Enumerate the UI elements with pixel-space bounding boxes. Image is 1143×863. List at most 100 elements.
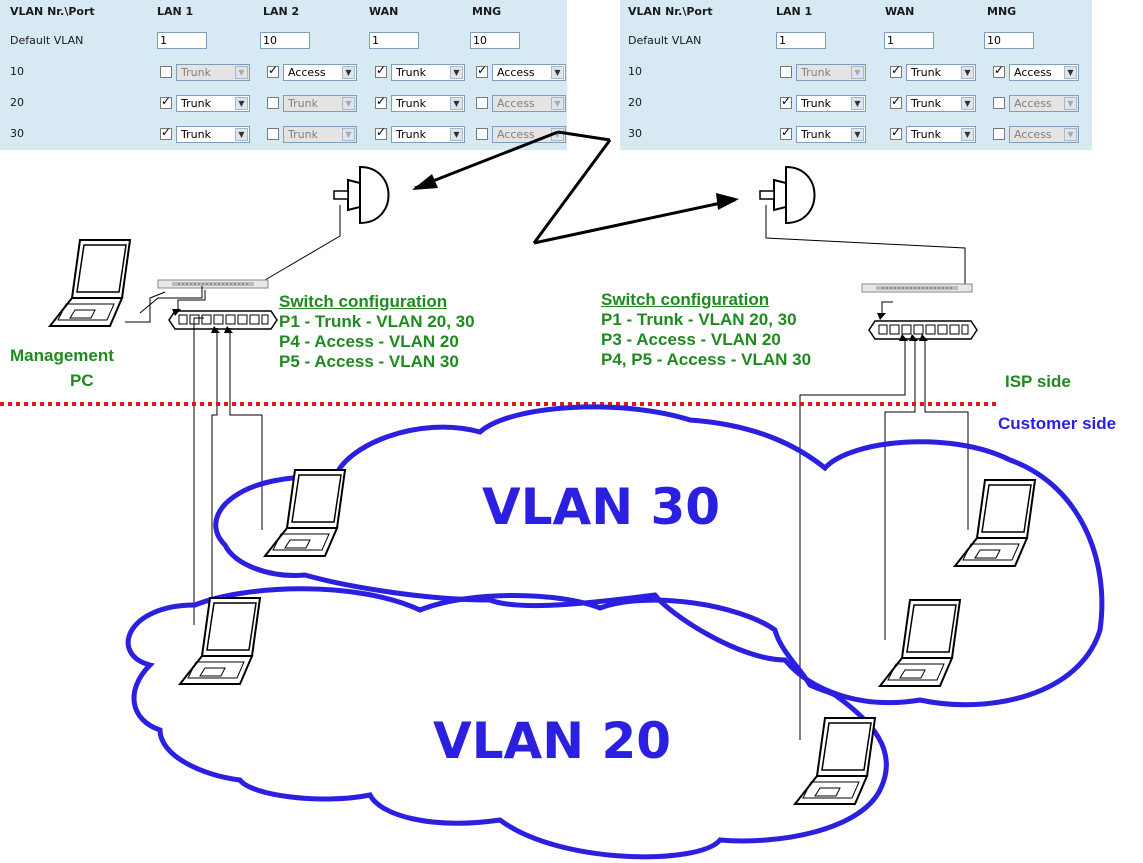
port-mode-value: Trunk — [396, 66, 426, 79]
vlan-member-checkbox[interactable] — [993, 63, 1005, 78]
port-mode-select[interactable]: Trunk▼ — [176, 95, 250, 112]
port-mode-value: Access — [1014, 97, 1052, 110]
port-mode-value: Trunk — [801, 66, 831, 79]
port-mode-select[interactable]: Trunk▼ — [176, 64, 250, 81]
switch-config-line: P1 - Trunk - VLAN 20, 30 — [601, 310, 797, 329]
vlan30-cloud — [213, 404, 1105, 708]
port-mode-select[interactable]: Trunk▼ — [906, 64, 976, 81]
vlan-row-label: 10 — [10, 65, 24, 78]
switch-config-line: P5 - Access - VLAN 30 — [279, 352, 459, 371]
port-mode-select[interactable]: Trunk▼ — [283, 126, 357, 143]
header-wan: WAN — [885, 5, 915, 18]
switch-config-title: Switch configuration — [279, 292, 448, 311]
default-vlan-mng-input[interactable] — [470, 32, 520, 49]
right-radio-unit-icon — [861, 283, 973, 293]
vlan30-right-laptop-icon — [954, 479, 1036, 567]
chevron-down-icon: ▼ — [1064, 97, 1077, 110]
vlan-member-checkbox[interactable] — [476, 97, 488, 109]
chevron-down-icon: ▼ — [235, 128, 248, 141]
port-mode-value: Access — [288, 66, 326, 79]
vlan-member-checkbox[interactable] — [993, 128, 1005, 140]
vlan-member-checkbox[interactable] — [780, 94, 792, 109]
vlan-member-checkbox[interactable] — [993, 97, 1005, 109]
left-vlan-config-panel: VLAN Nr.\Port LAN 1 LAN 2 WAN MNG Defaul… — [0, 0, 567, 150]
left-switch-config: Switch configuration P1 - Trunk - VLAN 2… — [279, 292, 475, 372]
vlan-member-checkbox[interactable] — [267, 128, 279, 140]
vlan-member-checkbox[interactable] — [780, 66, 792, 78]
port-mode-select[interactable]: Trunk ▼ — [796, 64, 866, 81]
switch-config-line: P1 - Trunk - VLAN 20, 30 — [279, 312, 475, 331]
customer-side-label: Customer side — [998, 414, 1117, 433]
port-mode-select[interactable]: Access ▼ — [1009, 95, 1079, 112]
port-mode-select[interactable]: Trunk▼ — [391, 126, 465, 143]
header-vlan-port: VLAN Nr.\Port — [10, 5, 95, 18]
vlan-member-checkbox[interactable] — [267, 97, 279, 109]
left-radio-unit-icon — [157, 279, 269, 289]
port-mode-value: Access — [497, 66, 535, 79]
vlan-member-checkbox[interactable] — [476, 63, 488, 78]
default-vlan-mng-input[interactable] — [984, 32, 1034, 49]
vlan-member-checkbox[interactable] — [890, 125, 902, 140]
vlan-member-checkbox[interactable] — [890, 94, 902, 109]
port-mode-select[interactable]: Access▼ — [283, 64, 357, 81]
vlan-member-checkbox[interactable] — [267, 63, 279, 78]
port-mode-select[interactable]: Trunk ▼ — [283, 95, 357, 112]
left-switch-icon — [168, 310, 278, 330]
vlan30-label: VLAN 30 — [482, 478, 721, 536]
port-mode-select[interactable]: Trunk ▼ — [796, 126, 866, 143]
port-mode-select[interactable]: Trunk▼ — [796, 95, 866, 112]
chevron-down-icon: ▼ — [235, 97, 248, 110]
port-mode-select[interactable]: Trunk ▼ — [906, 95, 976, 112]
vlan20-label: VLAN 20 — [433, 712, 672, 770]
header-lan1: LAN 1 — [157, 5, 194, 18]
chevron-down-icon: ▼ — [1064, 66, 1077, 79]
vlan20-cloud — [125, 586, 889, 860]
port-mode-select[interactable]: Trunk▼ — [906, 126, 976, 143]
default-vlan-lan2-input[interactable] — [260, 32, 310, 49]
default-vlan-lan1-input[interactable] — [776, 32, 826, 49]
vlan-member-checkbox[interactable] — [375, 63, 387, 78]
vlan-member-checkbox[interactable] — [375, 125, 387, 140]
chevron-down-icon: ▼ — [851, 66, 864, 79]
vlan-member-checkbox[interactable] — [160, 66, 172, 78]
chevron-down-icon: ▼ — [851, 128, 864, 141]
port-mode-select[interactable]: Trunk▼ — [176, 126, 250, 143]
port-mode-select[interactable]: Access ▼ — [492, 95, 566, 112]
vlan-member-checkbox[interactable] — [780, 125, 792, 140]
vlan20-left-laptop-icon — [179, 597, 261, 685]
chevron-down-icon: ▼ — [450, 97, 463, 110]
port-mode-select[interactable]: Trunk ▼ — [391, 64, 465, 81]
vlan-row-label: 20 — [628, 96, 642, 109]
vlan-member-checkbox[interactable] — [160, 94, 172, 109]
vlan-member-checkbox[interactable] — [160, 125, 172, 140]
vlan30-lower-right-laptop-icon — [879, 599, 961, 687]
vlan-row-label: 10 — [628, 65, 642, 78]
header-mng: MNG — [987, 5, 1017, 18]
port-mode-select[interactable]: Access▼ — [1009, 64, 1079, 81]
port-mode-select[interactable]: Trunk▼ — [391, 95, 465, 112]
chevron-down-icon: ▼ — [450, 66, 463, 79]
chevron-down-icon: ▼ — [961, 97, 974, 110]
default-vlan-label: Default VLAN — [10, 34, 84, 47]
switch-config-line: P3 - Access - VLAN 20 — [601, 330, 781, 349]
port-mode-value: Trunk — [288, 97, 318, 110]
chevron-down-icon: ▼ — [342, 128, 355, 141]
chevron-down-icon: ▼ — [551, 97, 564, 110]
header-wan: WAN — [369, 5, 399, 18]
port-mode-select[interactable]: Access▼ — [492, 64, 566, 81]
default-vlan-lan1-input[interactable] — [157, 32, 207, 49]
vlan-member-checkbox[interactable] — [476, 128, 488, 140]
chevron-down-icon: ▼ — [342, 97, 355, 110]
header-mng: MNG — [472, 5, 502, 18]
default-vlan-wan-input[interactable] — [884, 32, 934, 49]
default-vlan-wan-input[interactable] — [369, 32, 419, 49]
port-mode-select[interactable]: Access▼ — [1009, 126, 1079, 143]
port-mode-value: Access — [497, 128, 535, 141]
chevron-down-icon: ▼ — [961, 128, 974, 141]
port-mode-value: Trunk — [801, 128, 831, 141]
vlan-member-checkbox[interactable] — [890, 63, 902, 78]
port-mode-value: Trunk — [911, 97, 941, 110]
port-mode-value: Access — [497, 97, 535, 110]
vlan-member-checkbox[interactable] — [375, 94, 387, 109]
